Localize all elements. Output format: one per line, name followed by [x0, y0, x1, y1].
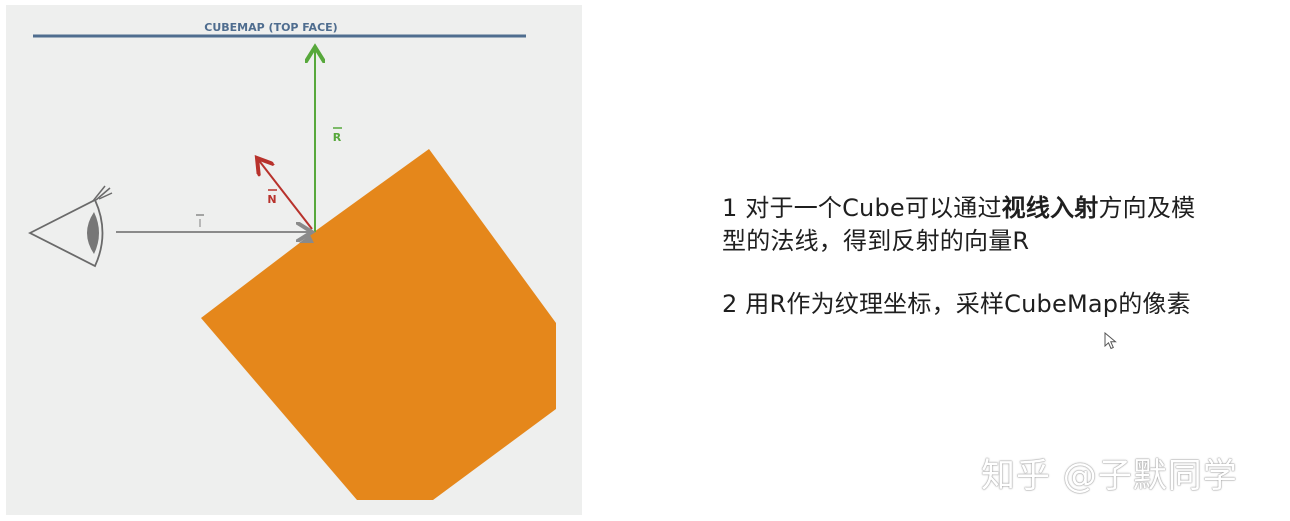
note-item-1-line-1: 1 对于一个Cube可以通过视线入射方向及模 [722, 192, 1282, 225]
cubemap-diagram-panel: CUBEMAP (TOP FACE) R N I [6, 5, 582, 515]
zhihu-watermark: 知乎 @子默同学 [981, 456, 1238, 496]
eye-icon [28, 185, 113, 268]
note-item-1-line-2: 型的法线，得到反射的向量R [722, 227, 1030, 255]
normal-vector-label: N [267, 193, 276, 206]
cube-shape [201, 149, 556, 500]
diagram-title: CUBEMAP (TOP FACE) [204, 21, 337, 34]
mouse-cursor-icon [1104, 332, 1117, 350]
normal-vector-arrow [257, 158, 313, 230]
incidence-marker [299, 235, 314, 243]
explanation-text: 1 对于一个Cube可以通过视线入射方向及模 型的法线，得到反射的向量R 2 用… [722, 192, 1282, 321]
note-item-1-suffix: 方向及模 [1098, 194, 1196, 222]
note-item-1-prefix: 1 对于一个Cube可以通过 [722, 194, 1002, 222]
incident-vector-label: I [198, 217, 201, 230]
note-gap [722, 258, 1282, 288]
cubemap-diagram: CUBEMAP (TOP FACE) R N I [28, 21, 556, 500]
reflected-vector-label: R [333, 131, 342, 144]
note-item-1-bold: 视线入射 [1001, 194, 1099, 222]
note-item-2: 2 用R作为纹理坐标，采样CubeMap的像素 [722, 290, 1191, 318]
